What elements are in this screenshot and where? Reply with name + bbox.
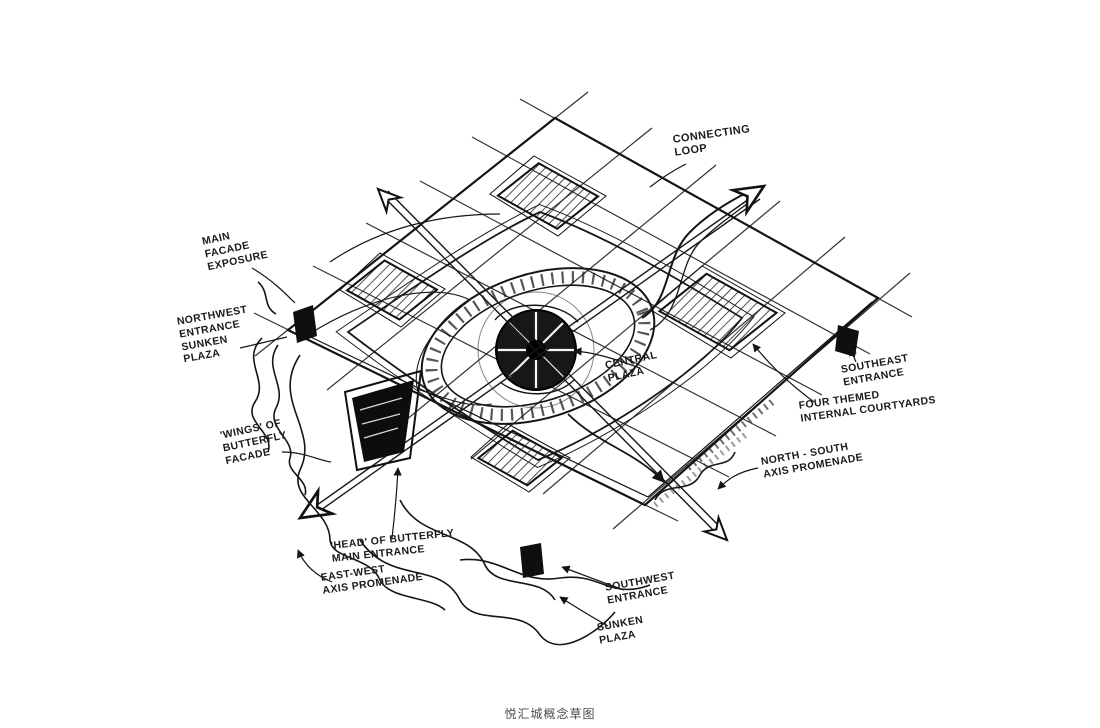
butterfly-head-entrance [343,369,423,472]
leader-lines [239,163,857,627]
internal-courtyards [339,155,786,493]
southwest-entrance-block [520,543,544,578]
axis-promenades [309,190,761,536]
direction-arrows [297,184,767,542]
courtyard-east [657,272,779,352]
courtyard-west [345,259,439,321]
northwest-entrance-block [293,305,317,343]
butterfly-wings-facade [251,281,736,646]
courtyard-south [476,429,564,487]
edge-shadow-hatch [653,396,779,508]
southeast-entrance-block [835,325,859,357]
image-caption: 悦汇城概念草图 [504,707,596,721]
plan-boundary [285,116,880,507]
courtyard-north [496,162,600,230]
